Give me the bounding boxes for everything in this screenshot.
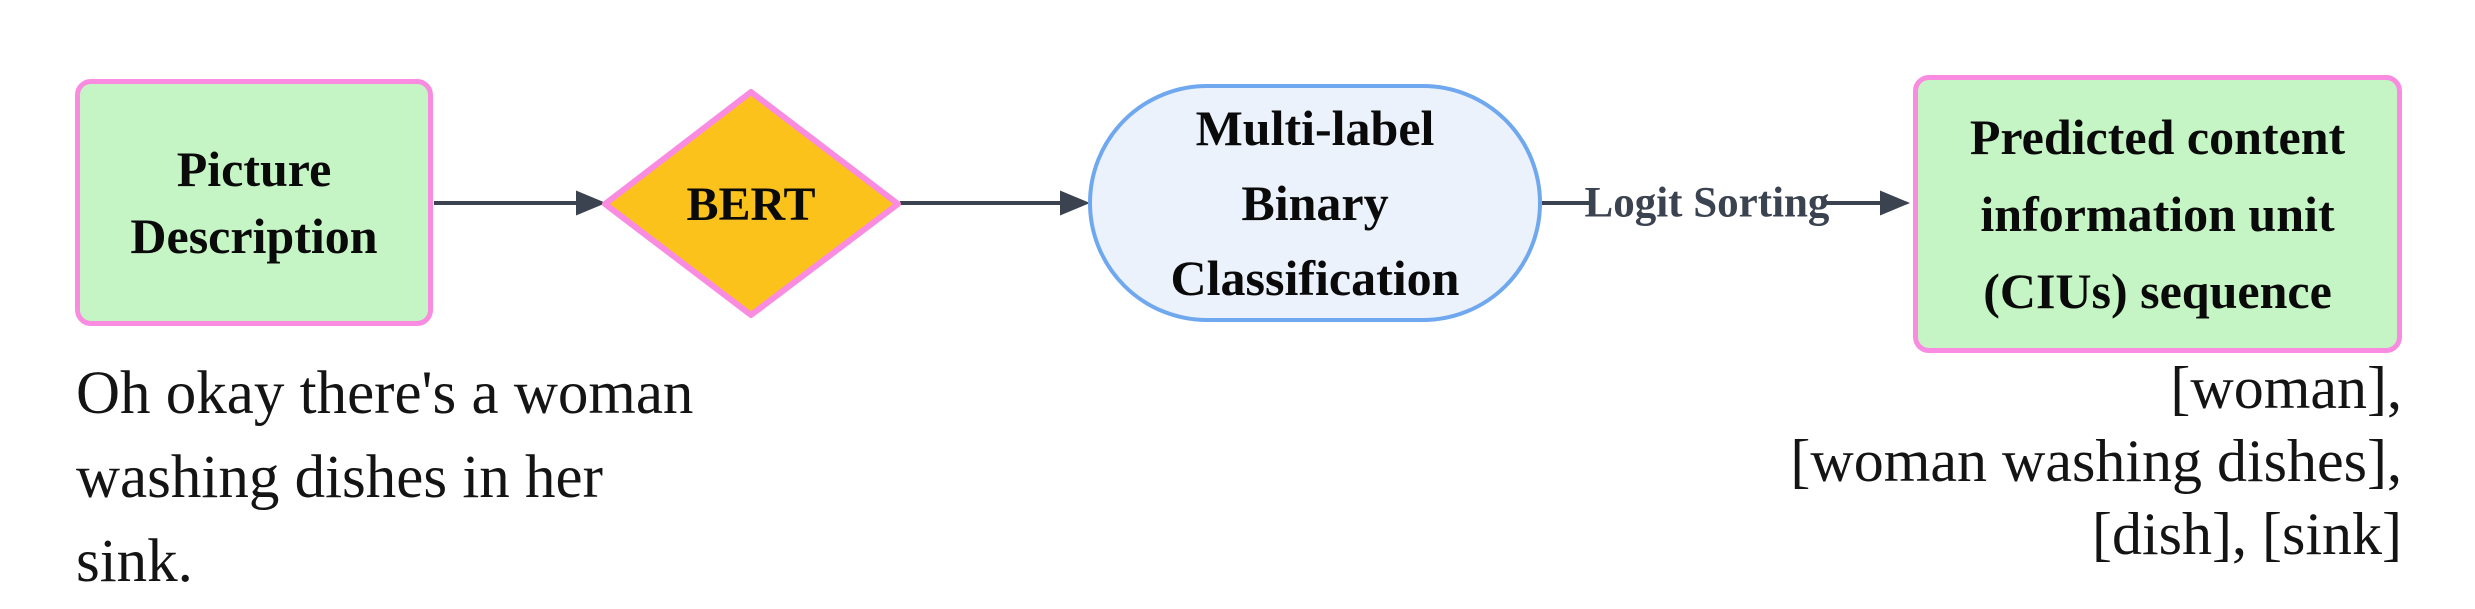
node-label-line: Multi-label (1195, 99, 1435, 156)
node-label-line: Binary (1241, 174, 1389, 231)
arrowhead-icon (1880, 190, 1910, 216)
node-label-line: Description (130, 207, 378, 264)
node-bert-diamond: BERT (596, 84, 906, 324)
node-multilabel-classifier: Multi-label Binary Classification (1088, 84, 1542, 322)
caption-line: [woman washing dishes], (1790, 428, 2402, 494)
arrow-picture-to-bert (434, 190, 606, 216)
caption-line: [woman], (2170, 355, 2402, 421)
node-label-line: (CIUs) sequence (1983, 262, 2332, 319)
node-cius-sequence: Predicted content information unit (CIUs… (1913, 75, 2402, 353)
caption-line: washing dishes in her sink. (76, 444, 603, 595)
caption-line: Oh okay there's a woman (76, 360, 694, 427)
caption-input-text: Oh okay there's a woman washing dishes i… (76, 352, 716, 604)
arrow-bert-to-classifier (900, 190, 1090, 216)
arrowhead-icon (1060, 190, 1090, 216)
node-label-line: information unit (1980, 185, 2335, 242)
node-label-line: BERT (686, 177, 816, 231)
diamond-shape (602, 89, 901, 318)
node-picture-description: Picture Description (75, 79, 433, 326)
edge-label-logit-sorting: Logit Sorting (1584, 179, 1830, 227)
caption-output-text: [woman], [woman washing dishes], [dish],… (1682, 352, 2402, 571)
node-label-line: Predicted content (1969, 108, 2346, 165)
node-label-line: Classification (1170, 249, 1460, 306)
caption-line: [dish], [sink] (2092, 501, 2402, 567)
node-label-line: Picture (176, 140, 332, 197)
